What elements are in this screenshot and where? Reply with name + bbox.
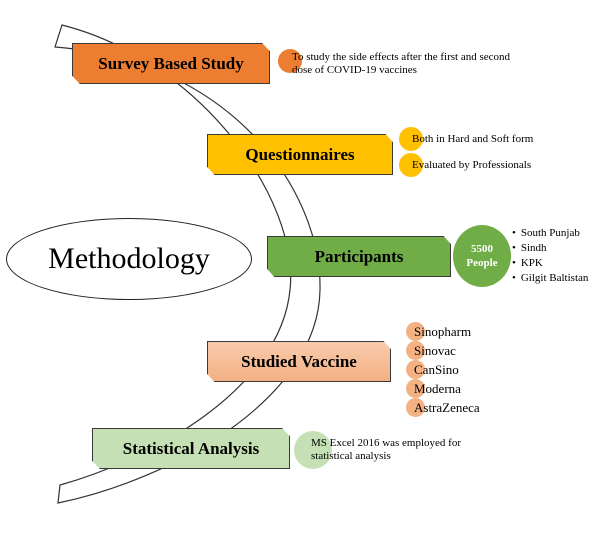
list-item: KPK — [512, 256, 588, 271]
note-dot — [294, 431, 332, 469]
step-statistical-analysis: Statistical Analysis — [92, 428, 290, 469]
list-item: CanSino — [406, 360, 480, 379]
vaccine-dot — [406, 379, 425, 398]
vaccine-list: Sinopharm Sinovac CanSino Moderna AstraZ… — [406, 322, 480, 417]
note-dot — [278, 49, 302, 73]
list-item: Sinovac — [406, 341, 480, 360]
list-item: South Punjab — [512, 226, 588, 241]
step-survey-based-study: Survey Based Study — [72, 43, 270, 84]
step-label: Statistical Analysis — [122, 438, 260, 458]
list-item: Sindh — [512, 241, 588, 256]
step-questionnaires: Questionnaires — [207, 134, 393, 175]
step-studied-vaccine: Studied Vaccine — [207, 341, 391, 382]
participants-count: 5500 — [471, 243, 493, 255]
step-participants: Participants — [267, 236, 451, 277]
step-label: Participants — [314, 246, 404, 266]
step-note: Both in Hard and Soft form — [412, 133, 533, 146]
region-list: South Punjab Sindh KPK Gilgit Baltistan — [512, 226, 589, 286]
note-line: Evaluated by Professionals — [412, 159, 532, 171]
vaccine-dot — [406, 341, 425, 360]
step-note: To study the side effects after the firs… — [292, 51, 510, 77]
note-dot — [399, 127, 423, 151]
list-item: Sinopharm — [406, 322, 480, 341]
list-item: Gilgit Baltistan — [512, 271, 589, 286]
note-line: statistical analysis — [311, 450, 391, 462]
vaccine-name: CanSino — [414, 362, 459, 377]
methodology-oval: Methodology — [6, 218, 252, 300]
note-line: MS Excel 2016 was employed for — [311, 437, 461, 449]
list-item: AstraZeneca — [406, 398, 480, 417]
list-item: Moderna — [406, 379, 480, 398]
participants-count-bubble: 5500 People — [453, 225, 511, 287]
note-line: dose of COVID-19 vaccines — [292, 64, 417, 76]
methodology-title: Methodology — [48, 242, 210, 275]
step-note: MS Excel 2016 was employed for statistic… — [311, 437, 461, 463]
step-label: Survey Based Study — [98, 53, 244, 73]
vaccine-name: AstraZeneca — [414, 400, 480, 415]
note-line: To study the side effects after the firs… — [292, 51, 511, 63]
step-note: Evaluated by Professionals — [412, 159, 531, 172]
vaccine-name: Moderna — [414, 381, 461, 396]
step-label: Studied Vaccine — [241, 351, 357, 371]
vaccine-name: Sinopharm — [414, 324, 472, 339]
vaccine-name: Sinovac — [414, 343, 456, 358]
note-line: Both in Hard and Soft form — [412, 133, 534, 145]
step-label: Questionnaires — [245, 144, 355, 164]
vaccine-dot — [406, 360, 425, 379]
note-dot — [399, 153, 423, 177]
participants-unit: People — [466, 257, 498, 269]
vaccine-dot — [406, 398, 425, 417]
vaccine-dot — [406, 322, 425, 341]
